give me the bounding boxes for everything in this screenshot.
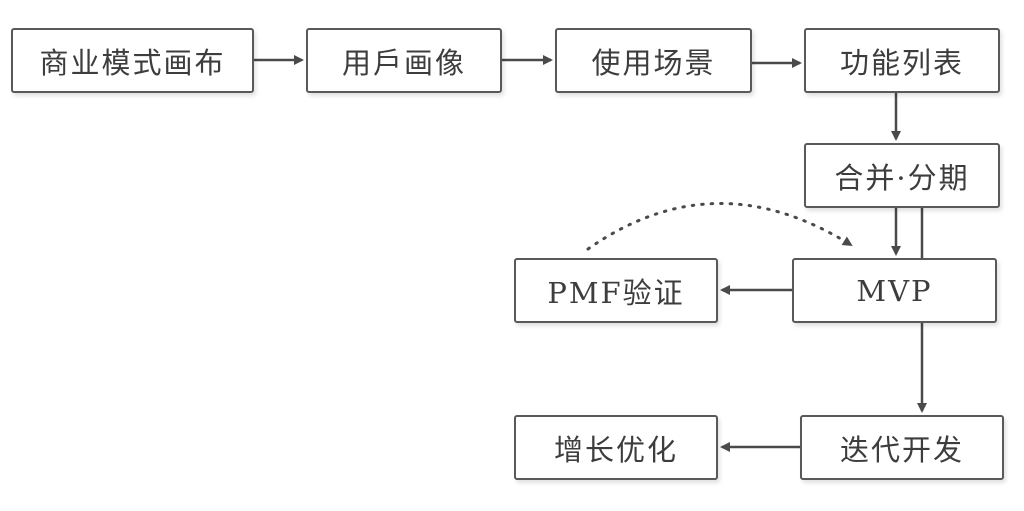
node-label: 增长优化 — [553, 432, 678, 467]
node-user-persona: 用戶画像 — [306, 28, 502, 93]
node-merge-phase: 合并·分期 — [804, 143, 1000, 208]
node-label: PMF验证 — [547, 275, 685, 310]
node-label: 迭代开发 — [839, 432, 964, 467]
dotted-arrow-pmf-to-mvp — [586, 202, 853, 251]
node-label: 商业模式画布 — [39, 45, 226, 80]
node-mvp: MVP — [792, 258, 997, 323]
node-label: 用戶画像 — [341, 45, 466, 80]
node-pmf-validation: PMF验证 — [514, 258, 718, 323]
node-growth-optimization: 增长优化 — [514, 415, 718, 480]
node-label: 功能列表 — [839, 45, 964, 80]
node-feature-list: 功能列表 — [804, 28, 1000, 93]
node-label: 使用场景 — [591, 45, 716, 80]
node-label: MVP — [856, 273, 933, 308]
node-label: 合并·分期 — [834, 160, 970, 195]
node-use-scenarios: 使用场景 — [555, 28, 752, 93]
node-iterative-development: 迭代开发 — [800, 415, 1004, 480]
node-business-model-canvas: 商业模式画布 — [11, 28, 254, 93]
